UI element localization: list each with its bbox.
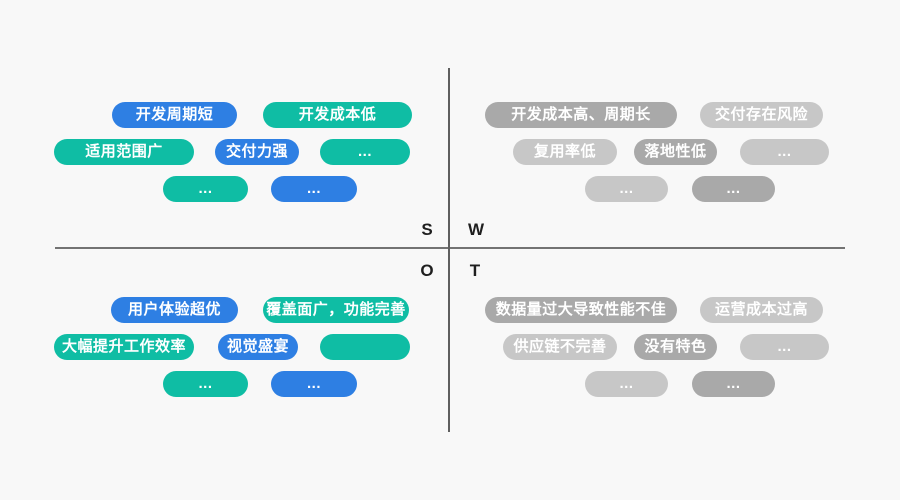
pill-opportunities: ... xyxy=(271,371,357,397)
pill-strengths: 适用范围广 xyxy=(54,139,194,165)
vertical-axis-line xyxy=(448,68,450,432)
swot-letter-s: S xyxy=(421,220,433,239)
pill-opportunities xyxy=(320,334,410,360)
pill-weaknesses: 开发成本高、周期长 xyxy=(485,102,677,128)
pill-strengths: 开发周期短 xyxy=(112,102,237,128)
pill-weaknesses: ... xyxy=(692,176,775,202)
pill-strengths: ... xyxy=(163,176,248,202)
pill-weaknesses: 交付存在风险 xyxy=(700,102,823,128)
pill-strengths: ... xyxy=(320,139,410,165)
pill-opportunities: ... xyxy=(163,371,248,397)
swot-letter-w: W xyxy=(467,220,485,239)
swot-letter-t: T xyxy=(469,261,481,280)
pill-threats: ... xyxy=(585,371,668,397)
pill-opportunities: 覆盖面广，功能完善 xyxy=(263,297,409,323)
pill-opportunities: 用户体验超优 xyxy=(111,297,238,323)
pill-strengths: 开发成本低 xyxy=(263,102,412,128)
pill-opportunities: 大幅提升工作效率 xyxy=(54,334,194,360)
pill-weaknesses: 落地性低 xyxy=(634,139,717,165)
pill-weaknesses: ... xyxy=(740,139,829,165)
pill-weaknesses: ... xyxy=(585,176,668,202)
pill-threats: 供应链不完善 xyxy=(503,334,617,360)
swot-letter-o: O xyxy=(420,261,434,280)
pill-threats: ... xyxy=(692,371,775,397)
pill-strengths: ... xyxy=(271,176,357,202)
pill-weaknesses: 复用率低 xyxy=(513,139,617,165)
pill-opportunities: 视觉盛宴 xyxy=(218,334,298,360)
pill-threats: ... xyxy=(740,334,829,360)
pill-threats: 没有特色 xyxy=(634,334,717,360)
pill-threats: 运营成本过高 xyxy=(700,297,823,323)
pill-strengths: 交付力强 xyxy=(215,139,299,165)
pill-threats: 数据量过大导致性能不佳 xyxy=(485,297,677,323)
horizontal-axis-line xyxy=(55,247,845,249)
